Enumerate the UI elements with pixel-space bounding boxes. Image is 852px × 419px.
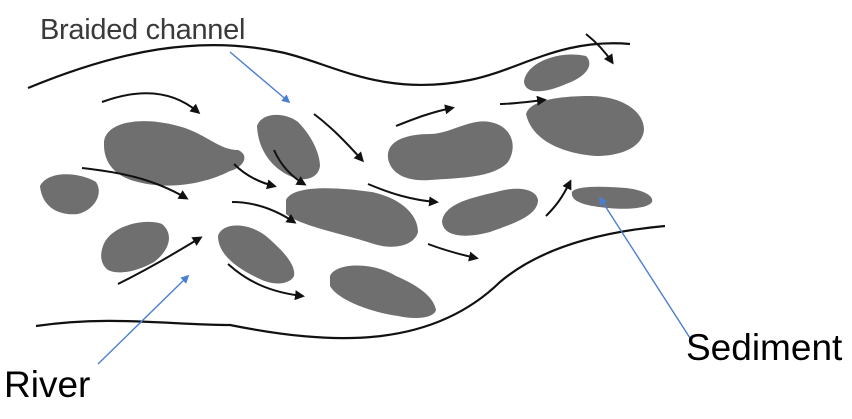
flow-arrow <box>428 244 476 258</box>
sediment-bar <box>286 188 418 247</box>
flow-arrow <box>396 108 452 126</box>
sediment-bar <box>40 174 99 214</box>
braided-channel-label: Braided channel <box>40 14 245 47</box>
braided-channel-pointer <box>230 52 289 102</box>
sediment-bar <box>526 96 644 156</box>
sediment-bar <box>330 266 436 319</box>
sediment-bar <box>388 121 513 180</box>
flow-arrow <box>102 93 198 112</box>
sediment-bar <box>101 222 169 273</box>
sediment-label: Sediment <box>686 327 842 369</box>
flow-arrow <box>314 114 362 160</box>
flow-arrow <box>232 202 294 222</box>
sediment-bar <box>572 187 652 209</box>
flow-arrow <box>586 34 612 62</box>
sediment-bar <box>104 121 245 186</box>
sediment-bar <box>218 226 294 284</box>
flow-arrow <box>234 164 274 186</box>
flow-arrow <box>546 182 570 216</box>
sediment-bar <box>442 189 538 236</box>
sediment-bar <box>257 115 320 179</box>
river-label: River <box>4 364 90 406</box>
sediment-pointer <box>600 198 690 338</box>
